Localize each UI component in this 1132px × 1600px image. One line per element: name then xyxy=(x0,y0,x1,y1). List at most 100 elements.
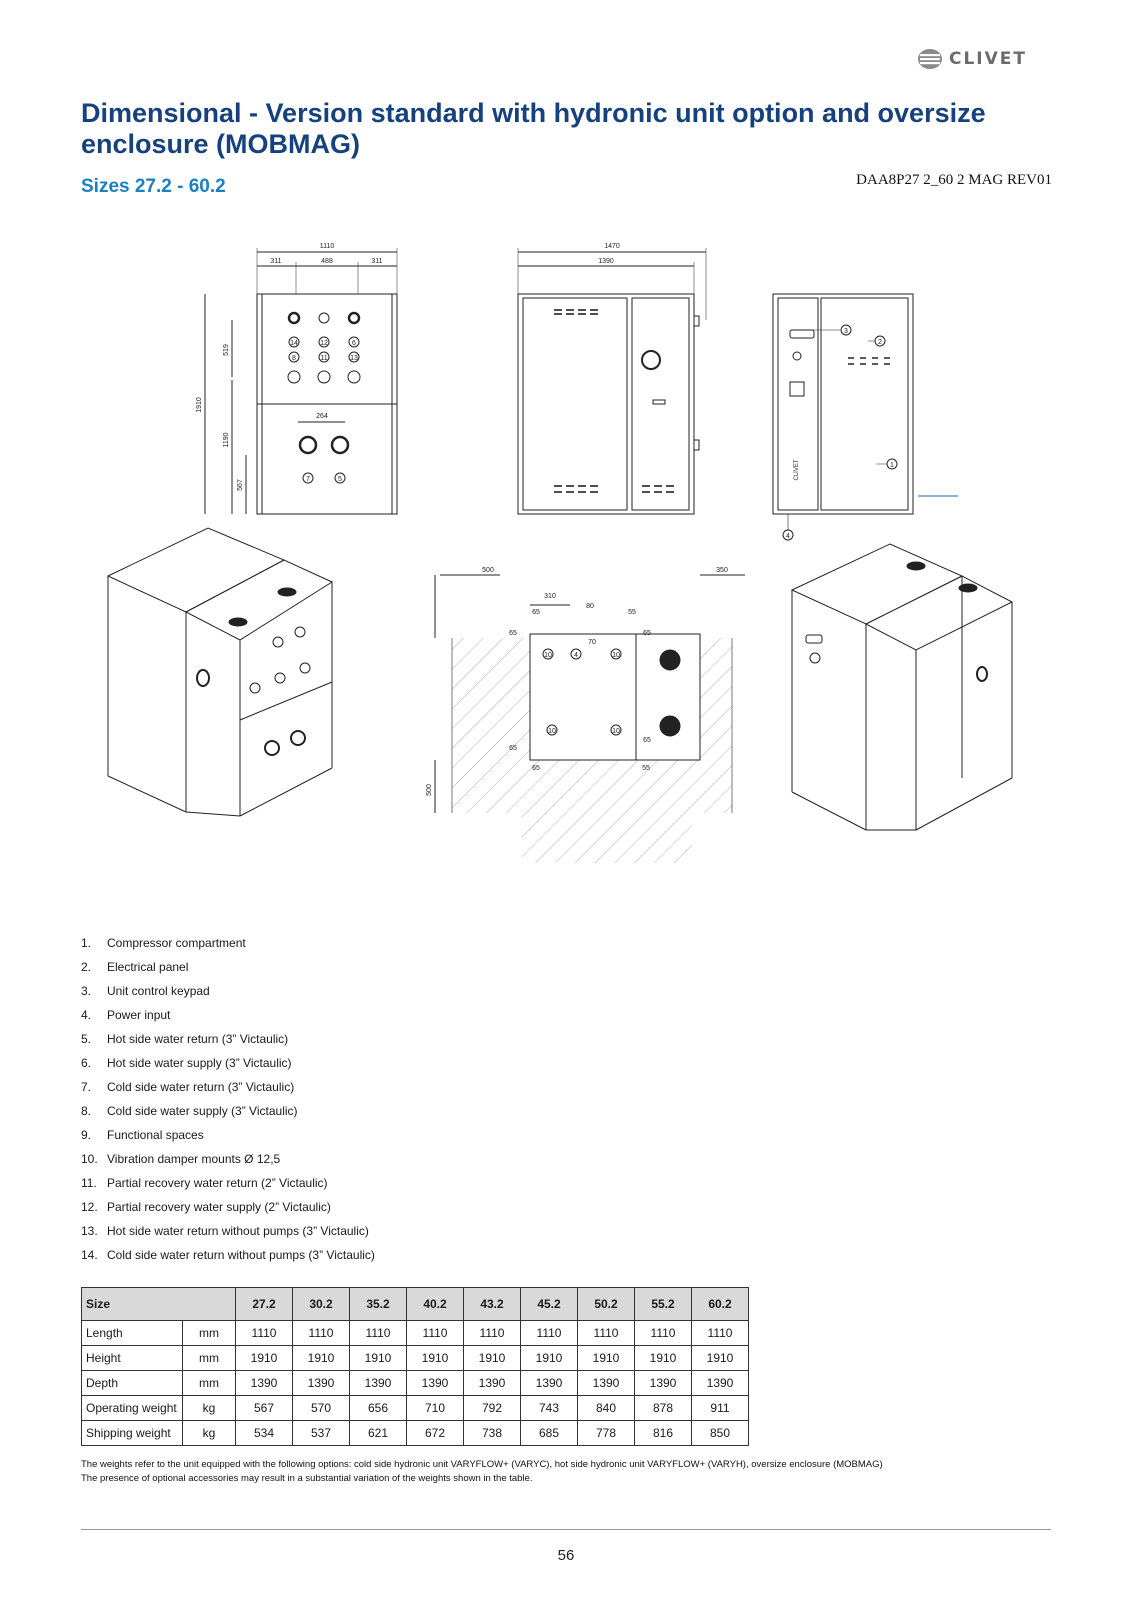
dimensional-drawings: 1110 311 488 311 519 1910 1190 567 264 1… xyxy=(106,243,1014,863)
table-cell: 537 xyxy=(292,1420,350,1446)
table-cell: 1910 xyxy=(463,1345,521,1371)
table-cell: 656 xyxy=(349,1395,407,1421)
table-cell: 1110 xyxy=(349,1320,407,1346)
table-cell: 1390 xyxy=(349,1370,407,1396)
page-number: 56 xyxy=(557,1547,575,1564)
legend-item: 4.Power input xyxy=(81,1008,171,1022)
front-dim-height: 1910 xyxy=(196,397,203,413)
table-row: Depth mm 1390 1390 1390 1390 1390 1390 1… xyxy=(81,1370,749,1396)
plan-dim-side: 350 xyxy=(716,567,728,574)
table-cell: 738 xyxy=(463,1420,521,1446)
table-notes: The weights refer to the unit equipped w… xyxy=(81,1458,883,1486)
plan-dim-65f: 65 xyxy=(643,737,651,744)
table-cell: 1390 xyxy=(520,1370,578,1396)
size-column-header: 35.2 xyxy=(349,1287,407,1321)
row-unit: kg xyxy=(182,1420,236,1446)
table-cell: 1110 xyxy=(577,1320,635,1346)
plan-view-drawing xyxy=(434,574,745,863)
size-column-header: 60.2 xyxy=(691,1287,749,1321)
table-cell: 840 xyxy=(577,1395,635,1421)
page-title: Dimensional - Version standard with hydr… xyxy=(81,98,986,159)
legend-item: 11.Partial recovery water return (2” Vic… xyxy=(81,1176,328,1190)
row-unit: mm xyxy=(182,1345,236,1371)
table-cell: 1390 xyxy=(235,1370,293,1396)
callout-1: 1 xyxy=(890,462,894,469)
table-cell: 850 xyxy=(691,1420,749,1446)
note-accessories: The presence of optional accessories may… xyxy=(81,1473,533,1484)
document-reference: DAA8P27 2_60 2 MAG REV01 xyxy=(856,172,1052,188)
table-cell: 672 xyxy=(406,1420,464,1446)
note-weights: The weights refer to the unit equipped w… xyxy=(81,1459,883,1470)
table-cell: 1110 xyxy=(235,1320,293,1346)
row-unit: mm xyxy=(182,1320,236,1346)
row-label: Shipping weight xyxy=(81,1420,183,1446)
page-subtitle: Sizes 27.2 - 60.2 xyxy=(81,176,226,197)
callout-6: 6 xyxy=(352,340,356,347)
table-cell: 1910 xyxy=(577,1345,635,1371)
table-cell: 1110 xyxy=(463,1320,521,1346)
front-dim-width: 1110 xyxy=(320,243,335,250)
table-cell: 1910 xyxy=(406,1345,464,1371)
table-row: Operating weight kg 567 570 656 710 792 … xyxy=(81,1395,749,1421)
table-cell: 1910 xyxy=(691,1345,749,1371)
table-row: Length mm 1110 1110 1110 1110 1110 1110 … xyxy=(81,1320,749,1346)
clivet-logo: CLIVET xyxy=(917,46,1037,72)
table-cell: 1910 xyxy=(292,1345,350,1371)
front-dim-upper: 519 xyxy=(223,344,230,356)
callout-11: 11 xyxy=(320,355,327,362)
isometric-rear-drawing xyxy=(790,543,1014,831)
callout-3: 3 xyxy=(844,328,848,335)
table-cell: 567 xyxy=(235,1395,293,1421)
row-label: Depth xyxy=(81,1370,183,1396)
legend-item: 8.Cold side water supply (3” Victaulic) xyxy=(81,1104,298,1118)
table-cell: 1390 xyxy=(577,1370,635,1396)
plan-callout-10b: 10 xyxy=(612,652,620,659)
callout-7: 7 xyxy=(306,476,310,483)
size-column-header: 45.2 xyxy=(520,1287,578,1321)
callout-12: 12 xyxy=(320,340,328,347)
table-cell: 1910 xyxy=(520,1345,578,1371)
table-cell: 1390 xyxy=(691,1370,749,1396)
size-column-header: 43.2 xyxy=(463,1287,521,1321)
table-cell: 621 xyxy=(349,1420,407,1446)
callout-5: 5 xyxy=(338,476,342,483)
size-header: Size xyxy=(81,1287,236,1321)
size-column-header: 50.2 xyxy=(577,1287,635,1321)
row-label: Height xyxy=(81,1345,183,1371)
plan-dim-65b: 65 xyxy=(509,630,517,637)
table-cell: 1110 xyxy=(691,1320,749,1346)
clivet-logo-icon xyxy=(918,49,942,69)
side-dim-depth: 1390 xyxy=(598,258,614,265)
table-cell: 1110 xyxy=(520,1320,578,1346)
plan-dim-310: 310 xyxy=(544,593,556,600)
front-dim-left: 311 xyxy=(270,258,281,265)
plan-dim-70: 70 xyxy=(588,639,596,646)
table-cell: 743 xyxy=(520,1395,578,1421)
plan-dim-80: 80 xyxy=(586,603,594,610)
table-cell: 778 xyxy=(577,1420,635,1446)
table-cell: 1110 xyxy=(292,1320,350,1346)
isometric-front-drawing xyxy=(106,527,334,817)
callout-4: 4 xyxy=(786,533,790,540)
legend-item: 14.Cold side water return without pumps … xyxy=(81,1248,375,1262)
legend-item: 10.Vibration damper mounts Ø 12,5 xyxy=(81,1152,281,1166)
table-cell: 792 xyxy=(463,1395,521,1421)
legend-list: 1.Compressor compartment 2.Electrical pa… xyxy=(81,935,375,1271)
front-dim-mid: 1190 xyxy=(223,432,230,447)
dimensions-table: Size 27.2 30.2 35.2 40.2 43.2 45.2 50.2 … xyxy=(81,1287,749,1446)
table-cell: 1390 xyxy=(634,1370,692,1396)
side-dim-total: 1470 xyxy=(604,243,620,250)
table-cell: 710 xyxy=(406,1395,464,1421)
plan-dim-front: 500 xyxy=(482,567,494,574)
table-cell: 1910 xyxy=(634,1345,692,1371)
legend-item: 9.Functional spaces xyxy=(81,1128,204,1142)
callout-13: 13 xyxy=(350,355,358,362)
legend-item: 13.Hot side water return without pumps (… xyxy=(81,1224,369,1238)
table-cell: 534 xyxy=(235,1420,293,1446)
table-row: Height mm 1910 1910 1910 1910 1910 1910 … xyxy=(81,1345,749,1371)
callout-2: 2 xyxy=(878,339,882,346)
table-cell: 1910 xyxy=(235,1345,293,1371)
size-column-header: 30.2 xyxy=(292,1287,350,1321)
table-cell: 1390 xyxy=(406,1370,464,1396)
rear-brand-label: CLIVET xyxy=(794,459,800,480)
